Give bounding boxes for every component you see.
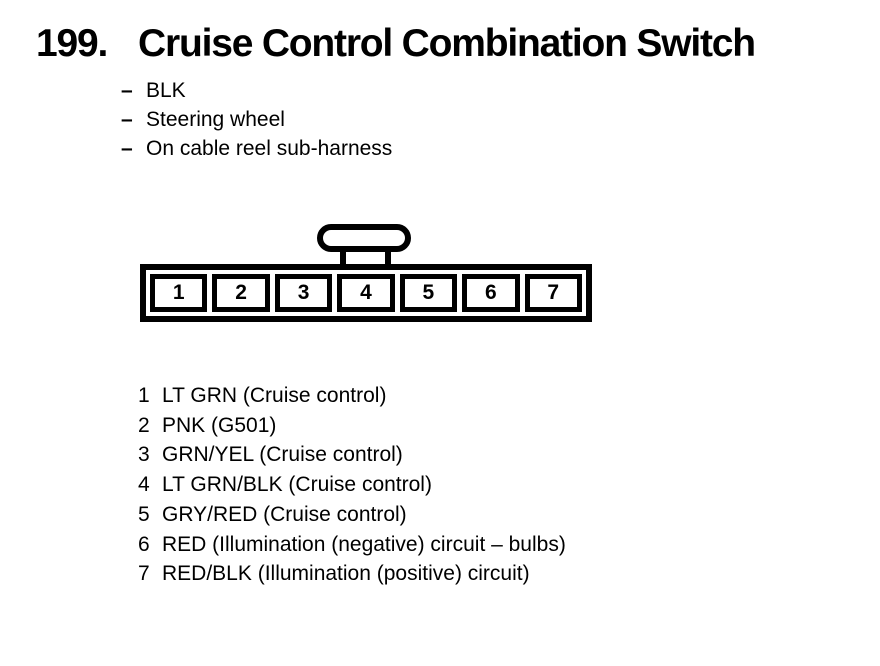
pin-number: 5 bbox=[138, 502, 150, 526]
pin-number: 6 bbox=[138, 532, 150, 556]
connector-body: 1 2 3 4 5 6 7 bbox=[140, 264, 592, 322]
pin-cavity-2: 2 bbox=[212, 274, 270, 312]
note-text: Steering wheel bbox=[146, 108, 285, 131]
pin-number: 7 bbox=[138, 562, 150, 586]
pin-cavity-3: 3 bbox=[274, 274, 333, 312]
pinout-row: 3 GRN/YEL (Cruise control) bbox=[138, 440, 566, 470]
connector-diagram: 1 2 3 4 5 6 7 bbox=[140, 224, 592, 322]
pinout-list: 1 LT GRN (Cruise control) 2 PNK (G501) 3… bbox=[138, 381, 566, 589]
wire-description: GRY/RED (Cruise control) bbox=[162, 502, 407, 526]
figure-number: 199. bbox=[36, 22, 108, 65]
pinout-row: 7 RED/BLK (Illumination (positive) circu… bbox=[138, 559, 566, 589]
pinout-row: 5 GRY/RED (Cruise control) bbox=[138, 500, 566, 530]
dash-bullet: – bbox=[121, 108, 133, 131]
pinout-row: 1 LT GRN (Cruise control) bbox=[138, 381, 566, 411]
pin-cavity-1: 1 bbox=[150, 274, 208, 312]
note-item: – BLK bbox=[121, 76, 392, 105]
pin-number: 1 bbox=[138, 384, 150, 407]
wire-description: RED/BLK (Illumination (positive) circuit… bbox=[162, 562, 530, 586]
dash-bullet: – bbox=[121, 137, 133, 160]
lock-tab-icon bbox=[317, 224, 411, 252]
figure-title: Cruise Control Combination Switch bbox=[138, 22, 756, 65]
pinout-row: 6 RED (Illumination (negative) circuit –… bbox=[138, 530, 566, 560]
note-text: BLK bbox=[146, 79, 186, 102]
pinout-row: 2 PNK (G501) bbox=[138, 411, 566, 441]
wire-description: PNK (G501) bbox=[162, 413, 277, 437]
pin-number: 3 bbox=[138, 443, 150, 467]
pinout-row: 4 LT GRN/BLK (Cruise control) bbox=[138, 470, 566, 500]
pin-cavity-7: 7 bbox=[524, 274, 582, 312]
wire-description: LT GRN/BLK (Cruise control) bbox=[162, 473, 432, 497]
wire-description: RED (Illumination (negative) circuit – b… bbox=[162, 532, 566, 556]
wire-description: LT GRN (Cruise control) bbox=[162, 384, 387, 407]
note-text: On cable reel sub-harness bbox=[146, 137, 393, 160]
connector-notes: – BLK – Steering wheel – On cable reel s… bbox=[121, 76, 392, 163]
pin-cavity-4: 4 bbox=[337, 274, 395, 312]
figure-heading: 199. Cruise Control Combination Switch bbox=[36, 22, 756, 66]
pin-cavity-6: 6 bbox=[462, 274, 520, 312]
dash-bullet: – bbox=[121, 79, 133, 102]
note-item: – On cable reel sub-harness bbox=[121, 134, 392, 163]
pin-number: 2 bbox=[138, 413, 150, 437]
pin-cavity-5: 5 bbox=[399, 274, 458, 312]
note-item: – Steering wheel bbox=[121, 105, 392, 134]
pin-number: 4 bbox=[138, 473, 150, 497]
wire-description: GRN/YEL (Cruise control) bbox=[162, 443, 403, 467]
